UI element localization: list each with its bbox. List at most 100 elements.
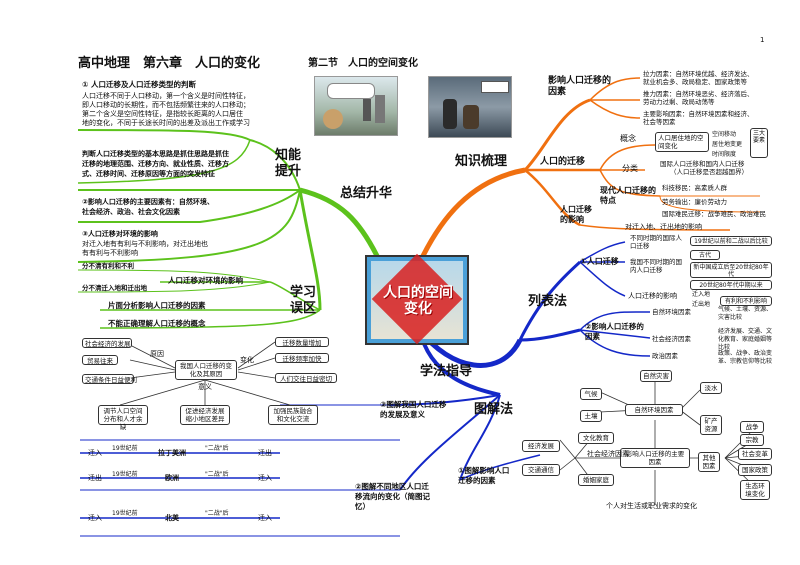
factor-eco: 社会经济因素 bbox=[587, 450, 629, 458]
factor-nat-item: 矿产资源 bbox=[700, 415, 722, 435]
concept-item: 时间限度 bbox=[712, 151, 737, 158]
ability-p1-line: 地的变化，不同于长途长时间的出差及派出工作或学习 bbox=[82, 119, 250, 127]
list-period-item: 20世纪80年代中期以来 bbox=[690, 280, 772, 290]
diagram-bottom-item: 加强民族融合和文化交流 bbox=[268, 405, 318, 425]
center-title: 人口的空间变化 bbox=[383, 285, 453, 317]
flow-out: 迁入 bbox=[258, 514, 272, 522]
factor-eco-item: 婚姻家庭 bbox=[578, 474, 614, 486]
flow-in: 迁出 bbox=[88, 474, 102, 482]
classify-item: 国际人口迁移和国内人口迁移 bbox=[660, 160, 745, 168]
mistake-item: 不能正确理解人口迁移的概念 bbox=[108, 319, 206, 328]
diagram-reasons: 原因 bbox=[150, 350, 164, 358]
diagram-left-item: 贸易往来 bbox=[82, 355, 118, 365]
center-node: 人口的空间变化 bbox=[365, 253, 469, 345]
factor-line: 拉力因素：自然环境优越、经济发达、 bbox=[643, 70, 754, 78]
mistake-item: 人口迁移对环境的影响 bbox=[168, 276, 243, 285]
concept-label: 概念 bbox=[620, 134, 636, 143]
concept-item: 居住地变更 bbox=[712, 141, 743, 148]
flow-in: 迁入 bbox=[88, 514, 102, 522]
list-impact-item: 迁出地 bbox=[692, 301, 711, 308]
modern-item: 科技移民：高素质人群 bbox=[662, 184, 727, 192]
factor-nat-item: 自然灾害 bbox=[640, 370, 672, 382]
list-eco-item: 经济发展、交通、文化教育、家庭婚姻等比较 bbox=[718, 328, 773, 351]
impact-text: 对迁入地、迁出地的影响 bbox=[625, 223, 702, 231]
ability-p4-line: 有有利与不利影响 bbox=[82, 249, 138, 257]
flow-out: 迁入 bbox=[258, 474, 272, 482]
ability-p3-line: 社会经济、政治、社会文化因素 bbox=[82, 208, 180, 216]
factor-line: 就业机会多、政局稳定、国家政策等 bbox=[643, 78, 747, 86]
ability-p2-line: 迁移的地理范围、迁移方向、就业性质、迁移方 bbox=[82, 160, 229, 168]
list-period-item: 19世纪以前和二战以后比较 bbox=[690, 236, 772, 246]
ability-p3-line: ②影响人口迁移的主要因素有：自然环境、 bbox=[82, 198, 214, 206]
migration-cartoon-image bbox=[314, 76, 398, 136]
list-period: 我国不同时期的国内人口迁移 bbox=[630, 258, 682, 274]
branch-ability: 知能提升 bbox=[275, 148, 302, 179]
mistake-item: 分不清有利和不利 bbox=[82, 262, 134, 270]
flow-in: 迁入 bbox=[88, 449, 102, 457]
list-eco: 社会经济因素 bbox=[652, 335, 691, 343]
diagram-left-item: 社会经济的发展 bbox=[82, 338, 132, 348]
flow-out: 迁出 bbox=[258, 449, 272, 457]
factor-personal: 个人对生活或职业需求的变化 bbox=[606, 502, 697, 510]
diagram-g3: ③图解我国人口迁移的发展及意义 bbox=[380, 400, 447, 419]
modern-item: 国际难民迁移：战争难民、政治难民 bbox=[662, 210, 766, 218]
factor-nat-item: 土壤 bbox=[580, 410, 602, 422]
diagram-center-box: 我国人口迁移的变化及其原因 bbox=[175, 360, 237, 380]
impact-label: 人口迁移的影响 bbox=[560, 205, 592, 224]
ability-p4-line: ③人口迁移对环境的影响 bbox=[82, 230, 158, 238]
factor-nat: 自然环境因素 bbox=[625, 404, 683, 416]
diagram-g1: ①图解影响人口迁移的因素 bbox=[458, 466, 510, 485]
classify-item: （人口迁移是否超越国界） bbox=[670, 168, 748, 176]
factor-line: 主要影响因素：自然环境因素和经济、 bbox=[643, 110, 754, 118]
list-impact-item: 有利和不利影响 bbox=[720, 296, 772, 306]
flow-time2: "二战"后 bbox=[205, 510, 229, 517]
flow-time2: "二战"后 bbox=[205, 471, 229, 478]
ability-p1-line: 即人口移动的长期性，而不包括频繁往来的人口移动； bbox=[82, 101, 250, 109]
factor-eco-item: 经济发展 bbox=[522, 440, 560, 452]
ability-p1-line: 人口迁移不同于人口移动，第一个含义是时间性特征， bbox=[82, 92, 250, 100]
flow-time1: 19世纪前 bbox=[112, 471, 138, 478]
diagram-bottom-item: 促进经济发展缩小地区差异 bbox=[180, 405, 230, 425]
flow-time2: "二战"后 bbox=[205, 445, 229, 452]
list-impact: 人口迁移的影响 bbox=[628, 292, 677, 300]
diagram-right-item: 人们交往日益密切 bbox=[275, 373, 337, 383]
flow-place: 欧洲 bbox=[165, 474, 179, 482]
modern-label: 现代人口迁移的特点 bbox=[600, 186, 656, 205]
list-nat-item: 气候、土壤、资源、灾害比较 bbox=[718, 306, 773, 321]
diagram-left-item: 交通条件日益便利 bbox=[82, 374, 137, 384]
list-nat: 自然环境因素 bbox=[652, 308, 691, 316]
factors-title: 影响人口迁移的因素 bbox=[548, 76, 612, 97]
factor-line: 推力因素：自然环境恶劣、经济落后、 bbox=[643, 90, 754, 98]
branch-knowledge: 知识梳理 bbox=[455, 154, 508, 169]
factor-line: 社会等因素 bbox=[643, 118, 676, 126]
diagram-bottom-item: 调节人口空间分布和人才余缺 bbox=[98, 405, 148, 431]
modern-item: 劳务输出：廉价劳动力 bbox=[662, 198, 727, 206]
flow-place: 北美 bbox=[165, 514, 179, 522]
list-pol: 政治因素 bbox=[652, 352, 678, 360]
factor-nat-item: 气候 bbox=[580, 388, 602, 400]
list-period: 不同时期的国际人口迁移 bbox=[630, 234, 682, 250]
list-period-item: 新中国成立后至20世纪80年代 bbox=[690, 262, 772, 278]
branch-method: 学法指导 bbox=[420, 364, 473, 379]
mistake-item: 片面分析影响人口迁移的因素 bbox=[108, 301, 206, 310]
factor-other: 其他因素 bbox=[698, 452, 720, 472]
ability-p4-line: 对迁入地有有利与不利影响，对迁出地也 bbox=[82, 240, 208, 248]
list-g2: ②影响人口迁移的因素 bbox=[585, 322, 644, 341]
factor-other-item: 生态环境变化 bbox=[740, 480, 770, 500]
list-period-item: 古代 bbox=[690, 250, 720, 260]
flow-time1: 19世纪前 bbox=[112, 445, 138, 452]
concept-three-elements: 三大要素 bbox=[750, 128, 768, 158]
factor-other-item: 社会变革 bbox=[738, 448, 772, 460]
ability-p2-line: 判断人口迁移类型的基本思路是抓住思路是抓住 bbox=[82, 150, 229, 158]
classify-label: 分类 bbox=[622, 164, 638, 173]
factor-center-box: 影响人口迁移的主要因素 bbox=[620, 448, 690, 468]
diagram-right-item: 迁移数量增加 bbox=[275, 337, 329, 347]
diagram-g2: ②图解不同地区人口迁移流向的变化（简图记忆） bbox=[355, 482, 430, 511]
concept-def: 人口居住地的空间变化 bbox=[655, 132, 709, 152]
concept-item: 空间移动 bbox=[712, 131, 737, 138]
branch-mistakes: 学习误区 bbox=[290, 285, 317, 316]
list-g1: ①人口迁移 bbox=[580, 257, 619, 266]
page-title: 高中地理 第六章 人口的变化 bbox=[78, 56, 261, 71]
branch-diagram-method: 图解法 bbox=[474, 402, 514, 417]
